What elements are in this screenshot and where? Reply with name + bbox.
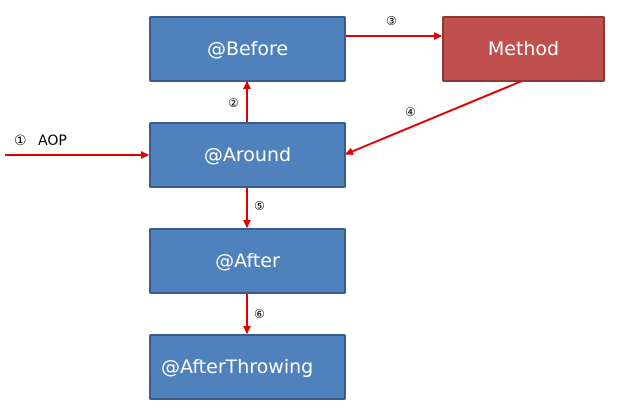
arrow-method-to-around <box>345 80 523 156</box>
entry-step-marker: ① <box>14 133 27 149</box>
node-around-label: @Around <box>203 144 292 166</box>
node-before-label: @Before <box>206 38 289 60</box>
step-4-label: ④ <box>405 105 416 119</box>
node-method: Method <box>442 16 605 82</box>
step-5-label: ⑤ <box>254 199 265 213</box>
step-3-label: ③ <box>386 14 397 28</box>
node-method-label: Method <box>487 38 560 60</box>
step-2-label: ② <box>228 96 239 110</box>
node-after-throwing: @AfterThrowing <box>149 334 346 400</box>
node-after-label: @After <box>215 250 280 272</box>
node-after: @After <box>149 228 346 294</box>
node-around: @Around <box>149 122 346 188</box>
entry-label: AOP <box>38 133 67 149</box>
node-before: @Before <box>149 16 346 82</box>
step-6-label: ⑥ <box>254 307 265 321</box>
node-after-throwing-label: @AfterThrowing <box>161 356 314 378</box>
